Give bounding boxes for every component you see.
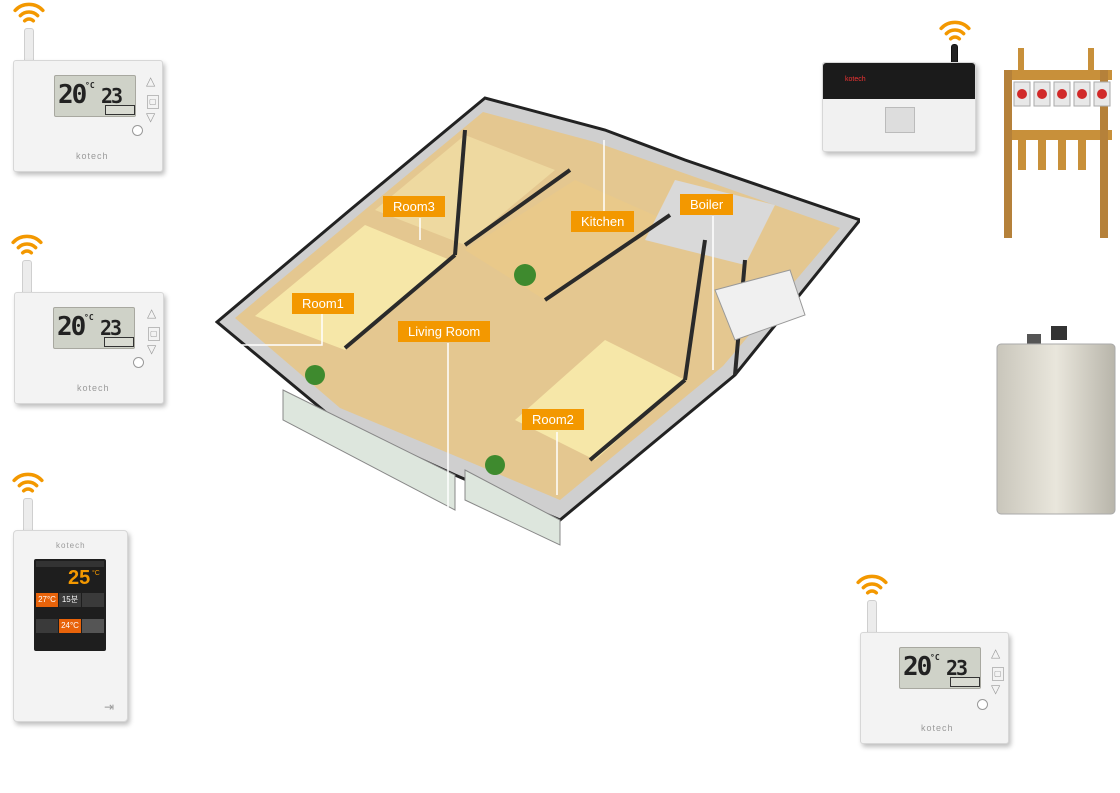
power-knob[interactable] [133,357,144,368]
touch-thermostat: kotech 25 °C 27°C 15분 24°C ⇥ [13,530,128,722]
label-room1: Room1 [292,293,354,314]
zone-tile[interactable] [82,619,104,633]
label-room3: Room3 [383,196,445,217]
touch-screen: 25 °C 27°C 15분 24°C [34,559,106,651]
thermostat-display: 20 °C 23 [54,75,136,117]
mode-indicator [950,677,980,687]
current-temperature: 20 [58,80,87,110]
brand-logo: kotech [56,541,86,550]
temperature-unit: °C [85,81,95,90]
label-kitchen: Kitchen [571,211,635,232]
wifi-icon [8,232,46,258]
up-arrow-icon[interactable]: △ [991,646,1001,660]
wifi-icon [10,0,48,26]
set-temperature: 23 [100,316,122,340]
zone-tile[interactable]: 27°C [36,593,58,607]
wireless-thermostat-2: 20 °C 23 △ ▢ ▽ kotech [14,292,164,404]
mode-button[interactable]: ▢ [992,667,1004,681]
wifi-icon [9,470,47,496]
big-temperature: 25 [68,567,91,589]
antenna [867,600,877,636]
brand-logo: kotech [76,151,109,161]
thermostat-display: 20 °C 23 [53,307,135,349]
power-knob[interactable] [977,699,988,710]
mode-button[interactable]: ▢ [148,327,160,341]
antenna [24,28,34,64]
wireless-controller: kotech [822,62,976,152]
brand-logo: kotech [77,383,110,393]
temperature-unit: °C [930,653,940,662]
label-room2: Room2 [522,409,584,430]
label-living-room: Living Room [398,321,491,342]
mode-indicator [105,105,135,115]
terminal-block [885,107,915,133]
current-temperature: 20 [903,652,932,682]
set-temperature: 23 [946,656,968,680]
manifold-valves [1004,48,1112,238]
wireless-thermostat-1: 20 °C 23 △ ▢ ▽ kotech [13,60,163,172]
set-temperature: 23 [101,84,123,108]
zone-tile[interactable] [36,619,58,633]
up-arrow-icon[interactable]: △ [146,74,156,88]
mode-button[interactable]: ▢ [147,95,159,109]
label-boiler: Boiler [680,194,734,215]
wireless-thermostat-3: 20 °C 23 △ ▢ ▽ kotech [860,632,1009,744]
wifi-icon [853,572,891,598]
down-arrow-icon[interactable]: ▽ [991,682,1001,696]
up-arrow-icon[interactable]: △ [147,306,157,320]
zone-tile[interactable]: 24°C [59,619,81,633]
brand-logo: kotech [845,76,866,83]
down-arrow-icon[interactable]: ▽ [147,342,157,356]
boiler-unit [996,326,1116,515]
exit-icon[interactable]: ⇥ [104,700,115,714]
temperature-unit: °C [84,313,94,322]
temperature-unit: °C [92,570,100,577]
zone-tile[interactable] [82,593,104,607]
current-temperature: 20 [57,312,86,342]
controller-top-panel [823,63,975,99]
thermostat-display: 20 °C 23 [899,647,981,689]
wifi-icon [936,18,974,44]
antenna [22,260,32,296]
floor-plan [215,96,860,546]
mode-indicator [104,337,134,347]
zone-tile[interactable]: 15분 [59,593,81,607]
status-bar [36,561,104,567]
down-arrow-icon[interactable]: ▽ [146,110,156,124]
brand-logo: kotech [921,723,954,733]
power-knob[interactable] [132,125,143,136]
antenna [23,498,33,534]
